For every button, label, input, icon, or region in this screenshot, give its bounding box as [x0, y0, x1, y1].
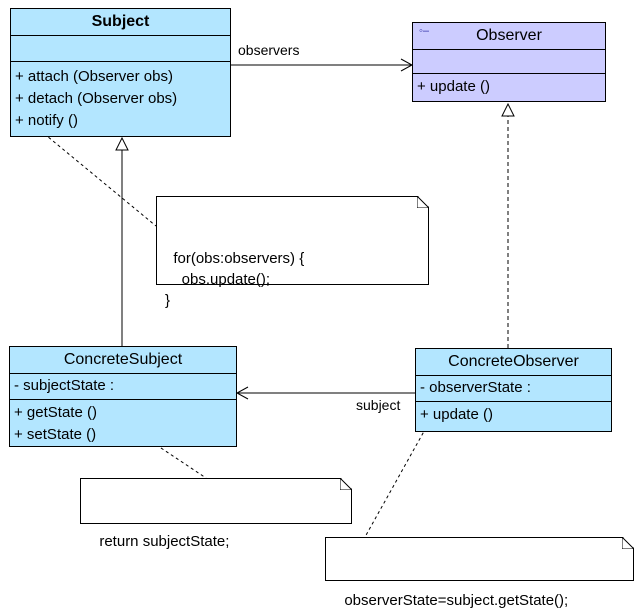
attribute-observer-state: - observerState :: [420, 379, 531, 396]
subject-class[interactable]: Subject + attach (Observer obs) + detach…: [10, 8, 231, 137]
method-getstate: + getState (): [14, 404, 97, 421]
note-fold-corner: [622, 537, 634, 549]
note-anchor-line: [29, 121, 157, 227]
getstate-note: return subjectState;: [80, 478, 352, 550]
generalization-triangle: [115, 136, 129, 151]
subject-association-label: subject: [356, 397, 401, 413]
getstate-note-text: return subjectState;: [99, 533, 230, 550]
update-note: observerState=subject.getState();: [325, 537, 634, 609]
attributes-section: [11, 36, 230, 62]
concrete-subject-class-name: ConcreteSubject: [63, 351, 183, 368]
concrete-subject-class[interactable]: ConcreteSubject - subjectState : + getSt…: [9, 346, 237, 447]
note-anchor-line: [364, 416, 433, 538]
methods-section: + update (): [416, 402, 611, 426]
subject-class-name: Subject: [91, 13, 150, 30]
method-update: + update (): [420, 406, 493, 423]
observer-interface-name: Observer: [476, 27, 542, 44]
observer-interface[interactable]: ◦– Observer + update (): [412, 22, 606, 102]
attributes-section: - observerState :: [416, 376, 611, 402]
class-title: ◦– Observer: [413, 23, 605, 50]
method-update: + update (): [417, 78, 490, 95]
class-title: Subject: [11, 9, 230, 36]
note-fold-corner: [417, 196, 429, 208]
update-note-text: observerState=subject.getState();: [344, 592, 569, 609]
class-title: ConcreteObserver: [416, 349, 611, 376]
method-notify: + notify (): [15, 112, 78, 129]
note-fold-corner: [340, 478, 352, 490]
attribute-subject-state: - subjectState :: [14, 377, 115, 394]
method-detach: + detach (Observer obs): [15, 90, 178, 107]
concrete-observer-class[interactable]: ConcreteObserver - observerState : + upd…: [415, 348, 612, 432]
attributes-section: - subjectState :: [10, 374, 236, 400]
association-arrowhead: [235, 386, 249, 400]
class-title: ConcreteSubject: [10, 347, 236, 374]
realization-triangle: [501, 102, 515, 117]
attributes-section: [413, 50, 605, 74]
notify-note-text: for(obs:observers) { obs.update(); }: [165, 250, 305, 309]
observers-association-label: observers: [238, 42, 300, 58]
method-setstate: + setState (): [14, 426, 97, 443]
method-attach: + attach (Observer obs): [15, 68, 173, 85]
interface-icon: ◦–: [419, 25, 430, 37]
notify-note: for(obs:observers) { obs.update(); }: [156, 196, 429, 309]
concrete-observer-class-name: ConcreteObserver: [448, 353, 579, 370]
methods-section: + attach (Observer obs) + detach (Observ…: [11, 62, 230, 132]
methods-section: + getState () + setState (): [10, 400, 236, 446]
methods-section: + update (): [413, 74, 605, 98]
